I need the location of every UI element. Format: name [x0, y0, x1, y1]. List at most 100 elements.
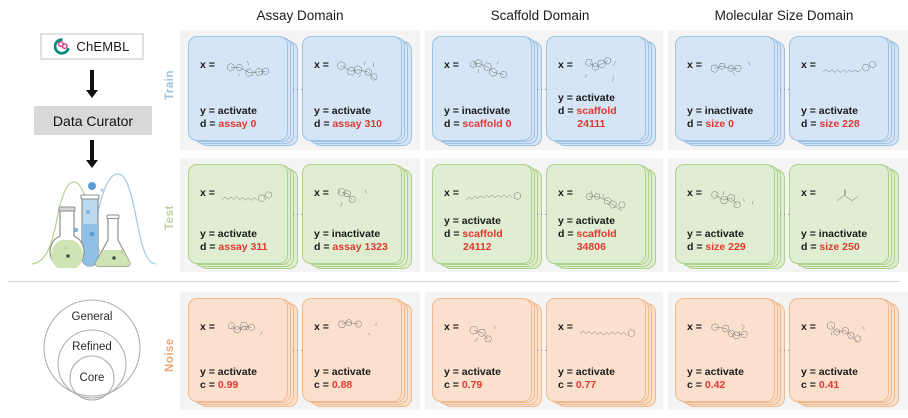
card-d-line: c = 0.41 [801, 379, 840, 391]
molecule-structure-icon [333, 174, 391, 220]
ellipsis-separator: ... [292, 342, 305, 354]
ellipsis-separator: ... [292, 80, 305, 93]
card-x-row: x = [558, 174, 635, 220]
molecule-structure-icon [820, 174, 878, 220]
card-x-label: x = [314, 187, 329, 199]
card-x-row: x = [558, 46, 635, 92]
card-x-label: x = [200, 187, 215, 199]
arrow-down-icon-1 [86, 70, 98, 98]
ellipsis-separator: ... [292, 206, 305, 218]
row-label-train: Train [164, 70, 176, 100]
card-x-row: x = [314, 46, 391, 92]
molecule-structure-icon [820, 308, 878, 354]
card-x-row: x = [687, 308, 764, 354]
card-d-line: d = assay 310 [314, 118, 383, 130]
card-d-value: size 228 [819, 118, 860, 130]
card-d-value: scaffold [576, 228, 617, 240]
card-y-line: y = inactivate [687, 105, 754, 117]
card-d-line: d = size 229 [687, 241, 746, 253]
card-x-label: x = [801, 321, 816, 333]
venn-label-general: General [72, 311, 113, 323]
card-d-value: 0.79 [461, 379, 483, 391]
card-x-label: x = [200, 321, 215, 333]
card-d-value: scaffold 0 [462, 118, 512, 130]
molecule-structure-icon [577, 46, 635, 92]
data-curator-box: Data Curator [34, 106, 152, 135]
card-y-line: y = inactivate [444, 105, 511, 117]
card-x-label: x = [801, 187, 816, 199]
domain-header-size: Molecular Size Domain [714, 8, 854, 23]
flasks-distribution-icon [30, 168, 158, 272]
ellipsis-separator: ... [779, 206, 792, 218]
card-d-line: c = 0.77 [558, 379, 597, 391]
card-x-label: x = [687, 321, 702, 333]
venn-label-refined: Refined [72, 341, 112, 353]
card-d-line: d = scaffold 0 [444, 118, 512, 130]
ellipsis-separator: ... [779, 80, 792, 93]
card-x-row: x = [801, 46, 878, 92]
card-y-line: y = activate [200, 366, 257, 378]
card-x-row: x = [314, 308, 391, 354]
chembl-label: ChEMBL [76, 39, 130, 54]
card-y-line: y = activate [558, 366, 615, 378]
card-d-value: assay 1323 [332, 241, 388, 253]
row-label-test: Test [164, 205, 176, 230]
card-y-line: y = inactivate [314, 228, 381, 240]
card-x-row: x = [200, 308, 277, 354]
card-d-line: c = 0.79 [444, 379, 483, 391]
card-x-label: x = [687, 59, 702, 71]
card-d-value: size 250 [819, 241, 860, 253]
molecule-structure-icon [463, 308, 521, 354]
card-y-line: y = activate [687, 366, 744, 378]
molecule-structure-icon [463, 46, 521, 92]
chembl-logo-icon [54, 38, 71, 55]
card-y-line: y = inactivate [801, 228, 868, 240]
arrow-down-icon-2 [86, 140, 98, 168]
card-d-value: scaffold [576, 105, 617, 117]
